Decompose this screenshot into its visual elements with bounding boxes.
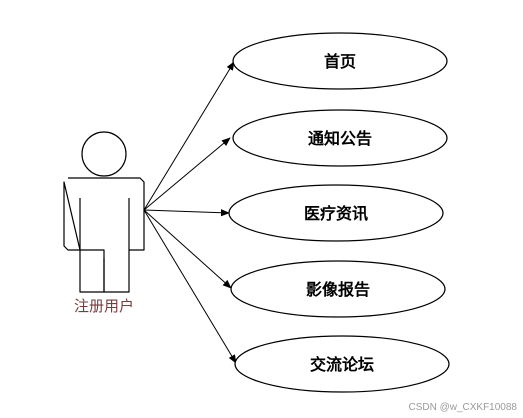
association-arrow-3 bbox=[143, 209, 230, 217]
use-case-label: 通知公告 bbox=[308, 129, 372, 148]
use-case-2: 通知公告 bbox=[232, 109, 448, 167]
use-case-5: 交流论坛 bbox=[234, 335, 450, 393]
use-case-ellipse bbox=[230, 260, 446, 318]
actor-body bbox=[63, 177, 145, 293]
association-arrow-2 bbox=[143, 137, 231, 211]
use-case-1: 首页 bbox=[232, 32, 448, 90]
use-case-ellipse bbox=[228, 184, 444, 242]
use-case-4: 影像报告 bbox=[230, 260, 446, 318]
use-case-3: 医疗资讯 bbox=[228, 184, 444, 242]
actor-figure-icon bbox=[63, 131, 145, 293]
use-case-label: 首页 bbox=[324, 52, 356, 71]
actor-head bbox=[81, 131, 127, 177]
use-case-ellipse bbox=[234, 335, 450, 393]
actor-label: 注册用户 bbox=[74, 297, 134, 315]
use-case-ellipse bbox=[232, 109, 448, 167]
association-arrow-5 bbox=[143, 209, 237, 364]
use-case-ellipse bbox=[232, 32, 448, 90]
watermark-text: CSDN @w_CXKF10088 bbox=[408, 402, 517, 413]
use-case-label: 交流论坛 bbox=[310, 355, 374, 374]
use-case-label: 医疗资讯 bbox=[304, 204, 368, 223]
association-arrow-4 bbox=[143, 209, 232, 289]
association-arrow-1 bbox=[143, 61, 235, 211]
associations bbox=[143, 61, 237, 364]
use-case-label: 影像报告 bbox=[306, 280, 370, 299]
